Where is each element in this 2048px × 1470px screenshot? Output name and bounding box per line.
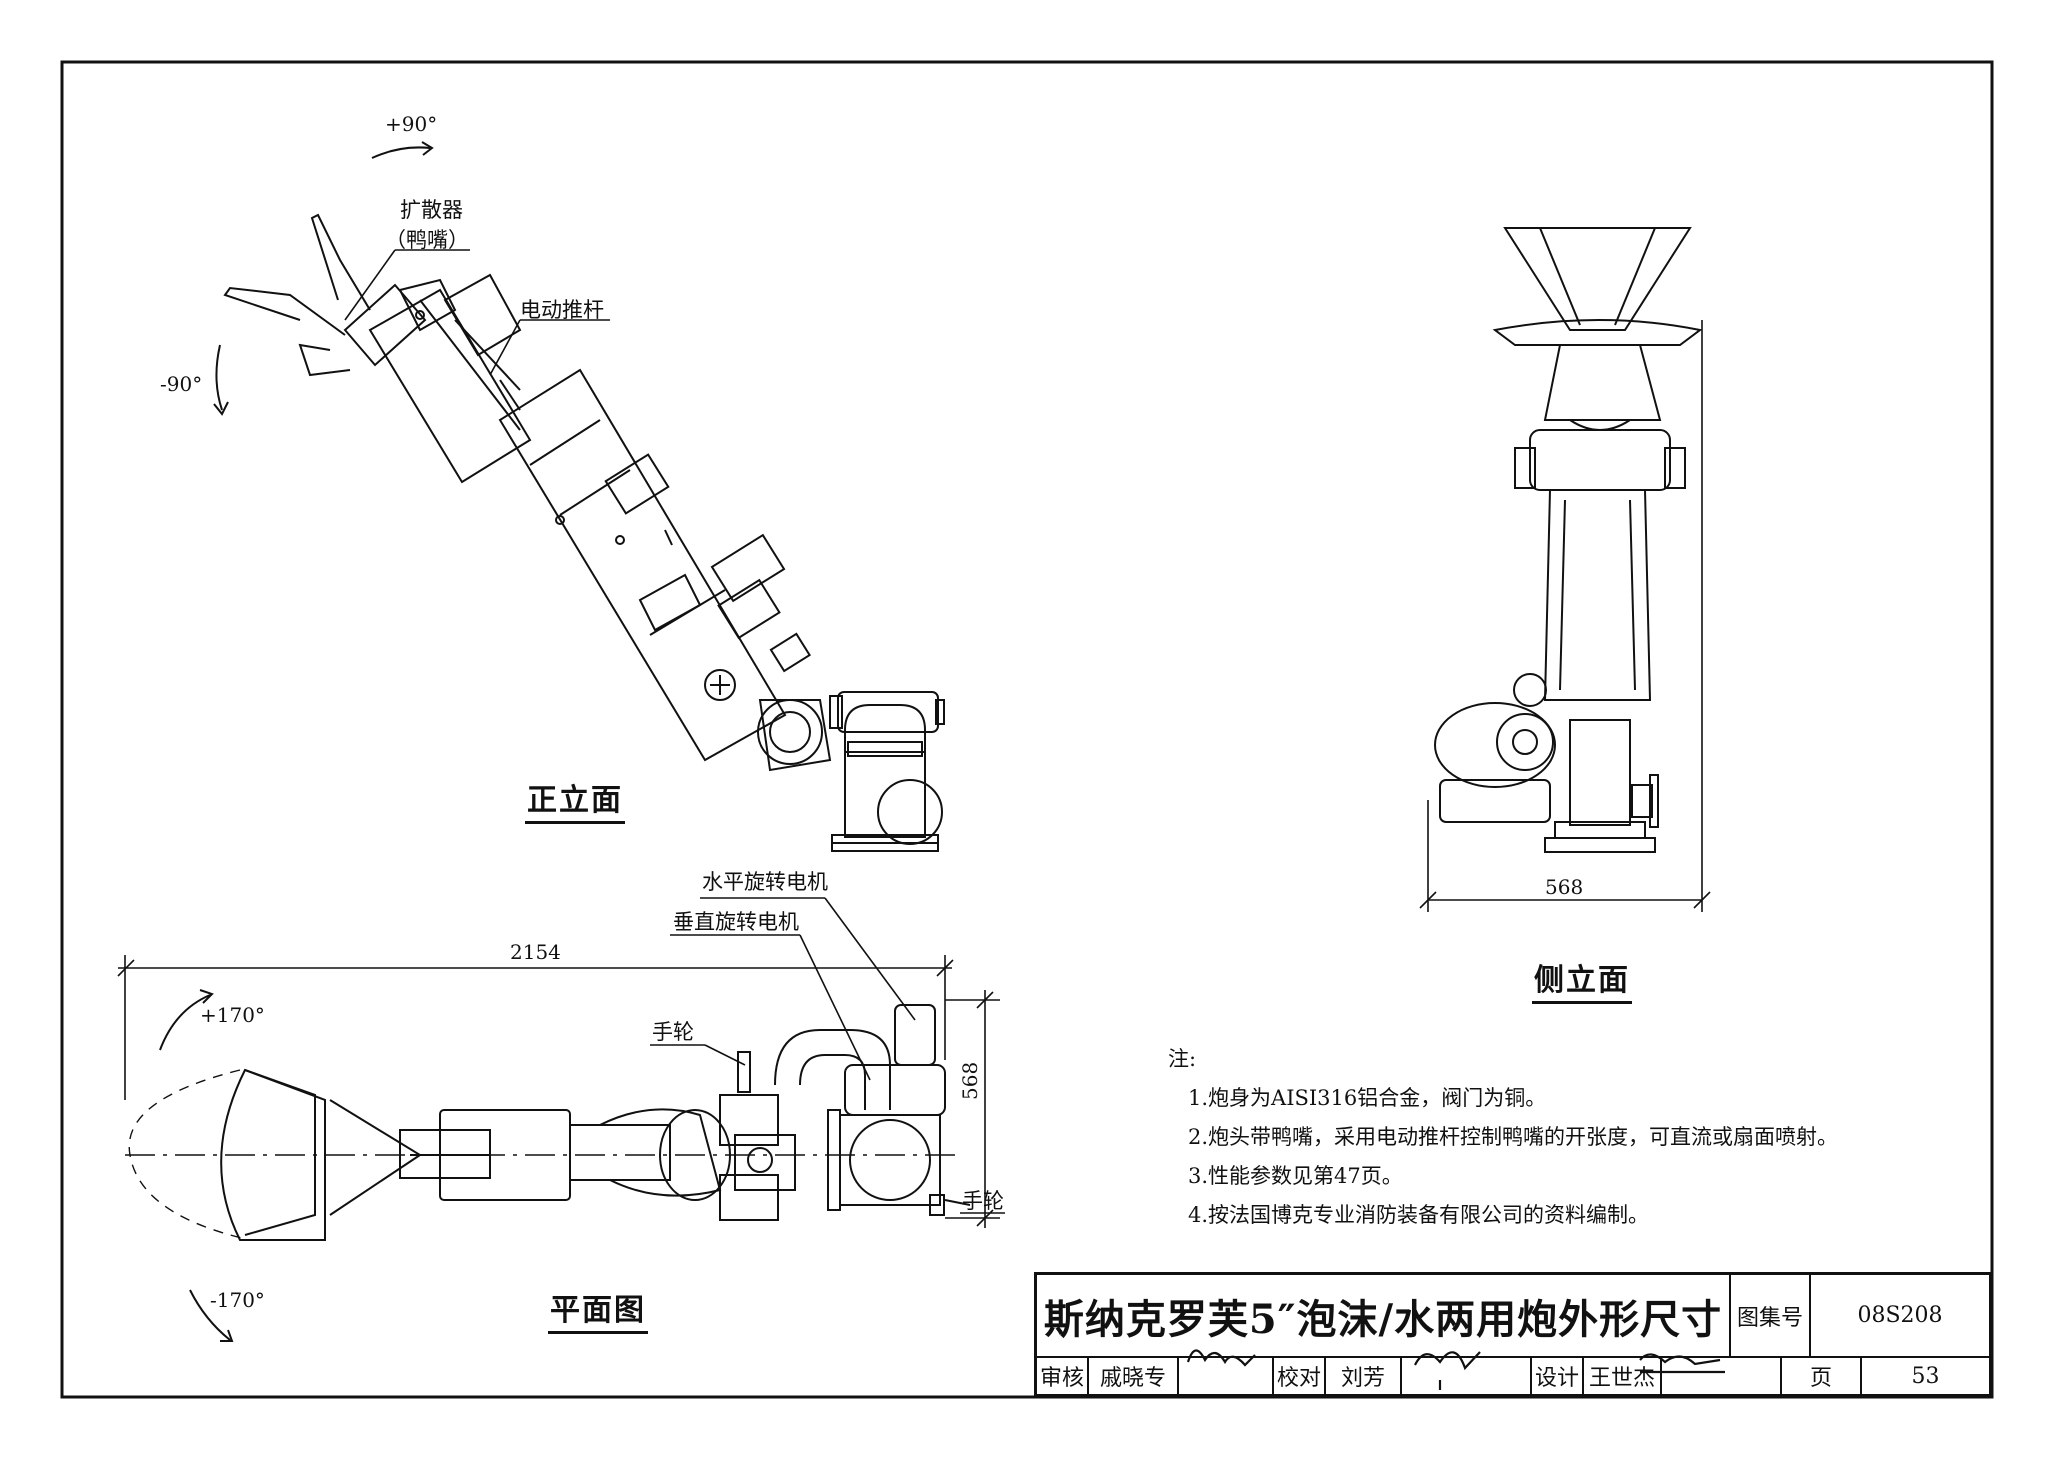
atlas-label: 图集号 [1731,1275,1811,1358]
angle-minus-90: -90° [160,372,203,396]
callout-duckbill: （鸭嘴） [385,228,469,252]
plan-leaders [650,897,1005,1214]
note-item-1: 1.炮身为AISI316铝合金，阀门为铜。 [1188,1086,1547,1110]
plan-angle-arcs [159,989,234,1342]
callout-electric-push-rod: 电动推杆 [520,298,604,322]
note-item-3: 3.性能参数见第47页。 [1188,1164,1403,1188]
design-name: 王世杰 [1584,1358,1662,1394]
callout-handwheel-top: 手轮 [652,1020,694,1044]
notes-block: 注: 1.炮身为AISI316铝合金，阀门为铜。 2.炮头带鸭嘴，采用电动推杆控… [1168,1040,1838,1235]
angle-minus-170: -170° [210,1288,265,1312]
front-leaders [344,249,610,376]
view-title-front-elevation: 正立面 [525,775,625,824]
angle-plus-90: +90° [385,112,438,136]
callout-handwheel-bottom: 手轮 [962,1189,1004,1213]
side-dimension [1419,320,1711,912]
title-block: 斯纳克罗芙5″泡沫/水两用炮外形尺寸 图集号 08S208 审核 戚晓专 校对 … [1034,1272,1992,1397]
dim-side-width: 568 [1545,875,1584,899]
design-signature-cell [1662,1358,1782,1394]
drawing-title: 斯纳克罗芙5″泡沫/水两用炮外形尺寸 [1037,1275,1731,1358]
side-elevation-drawing [1434,227,1703,853]
check-signature-cell [1402,1358,1532,1394]
plan-dimensions [117,955,1000,1228]
note-item-4: 4.按法国博克专业消防装备有限公司的资料编制。 [1188,1203,1650,1227]
review-signature-cell [1179,1358,1274,1394]
view-title-plan: 平面图 [548,1285,648,1334]
review-label: 审核 [1037,1358,1089,1394]
callout-vertical-motor: 垂直旋转电机 [673,910,799,934]
angle-plus-170: +170° [200,1003,265,1027]
callout-horizontal-motor: 水平旋转电机 [702,870,828,894]
design-label: 设计 [1532,1358,1584,1394]
page-number: 53 [1911,1363,1940,1389]
page-label: 页 [1782,1358,1862,1394]
dim-plan-width: 568 [958,1061,982,1100]
view-title-side-elevation: 侧立面 [1532,955,1632,1004]
note-item-2: 2.炮头带鸭嘴，采用电动推杆控制鸭嘴的开张度，可直流或扇面喷射。 [1188,1125,1839,1149]
callout-diffuser: 扩散器 [400,198,463,222]
notes-header: 注: [1168,1047,1197,1071]
check-name: 刘芳 [1326,1358,1402,1394]
review-name: 戚晓专 [1089,1358,1179,1394]
plan-drawing [125,1004,971,1241]
dim-length: 2154 [510,940,561,964]
front-elevation-drawing [223,213,945,852]
check-label: 校对 [1274,1358,1326,1394]
atlas-number: 08S208 [1811,1275,1989,1358]
drawing-frame [60,60,1994,1399]
front-angle-arcs [213,141,434,416]
